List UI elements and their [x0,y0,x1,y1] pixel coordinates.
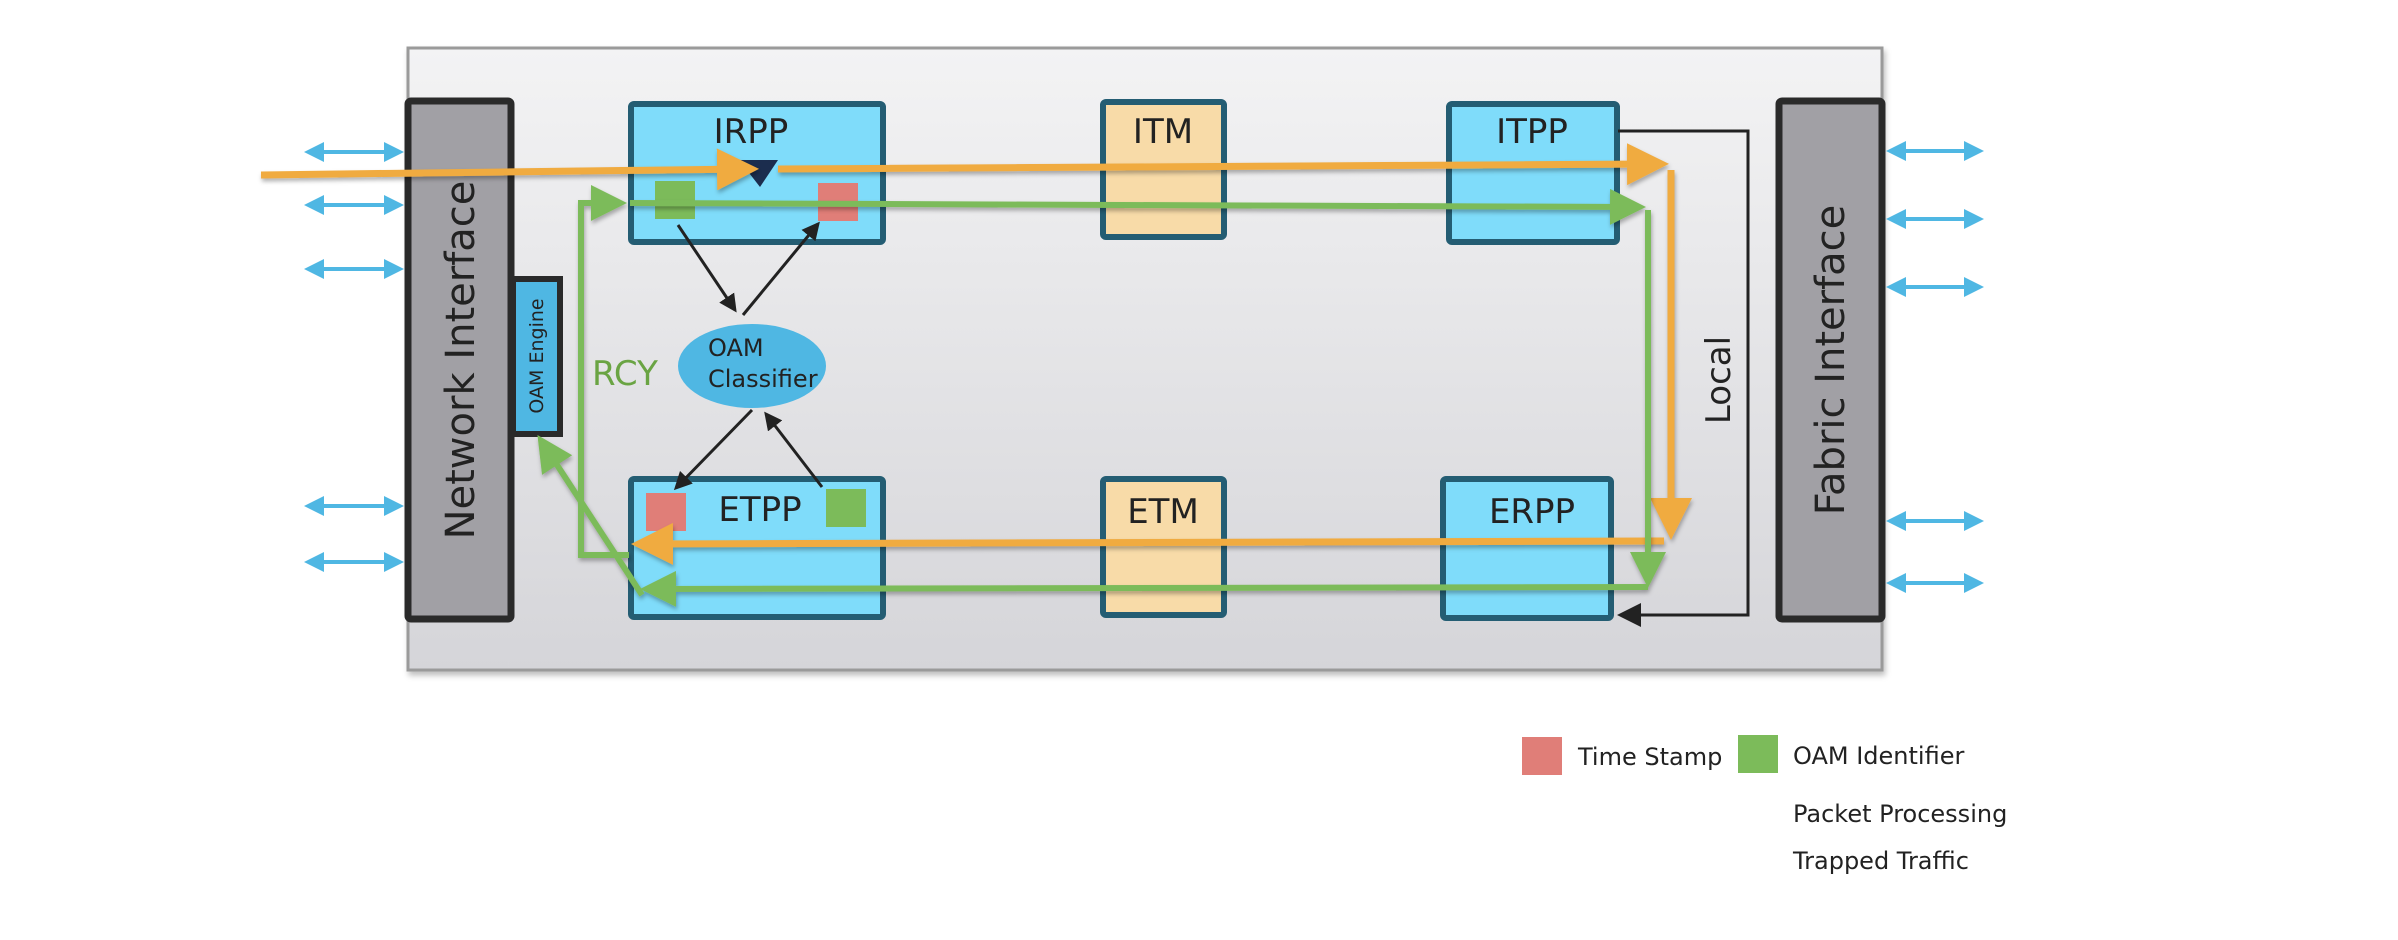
trapped-traffic-flow [537,185,1666,607]
legend-oam-identifier-label: OAM Identifier [1793,742,1964,770]
irpp-to-classifier-arrow [676,224,737,313]
fabric-interface: Fabric Interface [1775,97,1886,623]
classifier-to-etpp-arrow [673,408,754,491]
legend-time-stamp-swatch [1522,737,1562,775]
etm-label: ETM [1127,492,1199,532]
trapped-traffic-to-oam-engine-arrow [537,434,645,597]
legend-packet-processing-label: Packet Processing [1793,800,2007,828]
fabric-interface-label: Fabric Interface [1808,205,1854,516]
oam-classifier-label-line1: OAM [708,334,764,362]
packet-processing-ingress-arrow [260,148,759,191]
network-interface: Network Interface [404,97,515,623]
network-port-arrows [304,142,404,572]
erpp-label: ERPP [1489,492,1575,532]
packet-processing-top-arrow [777,143,1669,186]
legend-oam-identifier-swatch [1738,735,1778,773]
fabric-port-arrows [1886,141,1984,593]
packet-processing-bottom-arrow [631,522,1665,565]
oam-engine: OAM Engine [510,276,563,437]
local-label: Local [1699,336,1739,424]
rcy-label: RCY [592,354,658,394]
itpp-label: ITPP [1496,112,1568,152]
legend-trapped-traffic-label: Trapped Traffic [1792,847,1969,875]
trapped-traffic-bottom-arrow [640,570,1649,607]
classifier-to-irpp-arrow [741,221,820,316]
legend-time-stamp-label: Time Stamp [1577,743,1722,771]
local-path-arrow [1617,129,1750,627]
oam-engine-label: OAM Engine [526,298,548,413]
legend: Time Stamp OAM Identifier Packet Process… [1522,735,2007,881]
erpp-block: ERPP [1440,476,1614,621]
rcy-recycle-arrow [578,185,629,558]
itpp-block: ITPP [1446,101,1620,245]
etpp-time-stamp-marker [646,493,686,531]
etm-block: ETM [1100,476,1227,618]
etpp-oam-identifier-marker [826,489,866,527]
oam-classifier-label-line2: Classifier [708,365,818,393]
itm-label: ITM [1133,112,1193,152]
irpp-oam-identifier-marker [655,181,695,219]
trapped-traffic-top-arrow [629,188,1646,225]
etpp-to-classifier-arrow [764,411,824,488]
oam-classifier: OAM Classifier [678,324,826,408]
network-interface-label: Network Interface [438,181,484,540]
packet-processing-flow [260,143,1692,565]
etpp-block: ETPP [628,476,886,620]
etpp-label: ETPP [718,490,801,530]
irpp-label: IRPP [714,112,789,152]
